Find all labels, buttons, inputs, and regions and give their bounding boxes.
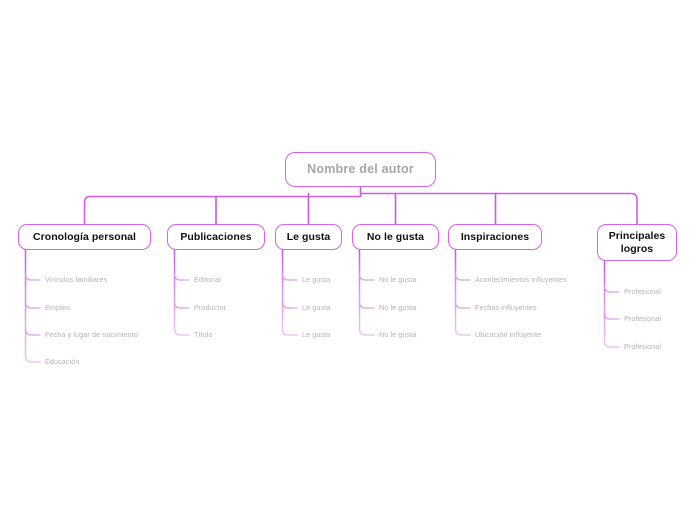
branch-node-label: No le gusta bbox=[366, 230, 425, 243]
root-node-label: Nombre del autor bbox=[307, 162, 414, 177]
leaf-item[interactable]: Fechas influyentes bbox=[475, 303, 537, 312]
leaf-item[interactable]: No le gusta bbox=[379, 303, 417, 312]
leaf-item[interactable]: Empleo bbox=[45, 303, 70, 312]
leaf-item[interactable]: No le gusta bbox=[379, 275, 417, 284]
leaf-item[interactable]: Vínculos familiares bbox=[45, 275, 108, 284]
branch-node-publicaciones[interactable]: Publicaciones bbox=[167, 224, 265, 250]
leaf-item[interactable]: Le gusta bbox=[302, 275, 331, 284]
branch-node-cronologia-personal[interactable]: Cronología personal bbox=[18, 224, 151, 250]
branch-node-label: Cronología personal bbox=[32, 230, 137, 243]
leaf-item[interactable]: Ubicación influyente bbox=[475, 330, 542, 339]
leaf-item[interactable]: No le gusta bbox=[379, 330, 417, 339]
leaf-item[interactable]: Acontecimientos influyentes bbox=[475, 275, 567, 284]
root-node[interactable]: Nombre del autor bbox=[285, 152, 436, 187]
branch-node-inspiraciones[interactable]: Inspiraciones bbox=[448, 224, 542, 250]
leaf-item[interactable]: Productor bbox=[194, 303, 227, 312]
branch-node-no-le-gusta[interactable]: No le gusta bbox=[352, 224, 439, 250]
leaf-item[interactable]: Profesional bbox=[624, 287, 662, 296]
leaf-item[interactable]: Profesional bbox=[624, 342, 662, 351]
leaf-item[interactable]: Le gusta bbox=[302, 330, 331, 339]
branch-node-label: Principales logros bbox=[608, 230, 666, 255]
branch-node-label: Inspiraciones bbox=[460, 230, 530, 243]
leaf-item[interactable]: Título bbox=[194, 330, 213, 339]
branch-node-principales-logros[interactable]: Principales logros bbox=[597, 224, 677, 261]
branch-node-label: Le gusta bbox=[286, 230, 331, 243]
branch-node-le-gusta[interactable]: Le gusta bbox=[275, 224, 342, 250]
leaf-item[interactable]: Fecha y lugar de nacimiento bbox=[45, 330, 138, 339]
branch-node-label: Publicaciones bbox=[180, 230, 252, 243]
leaf-item[interactable]: Editorial bbox=[194, 275, 221, 284]
leaf-item[interactable]: Educación bbox=[45, 357, 80, 366]
leaf-item[interactable]: Le gusta bbox=[302, 303, 331, 312]
leaf-item[interactable]: Profesional bbox=[624, 314, 662, 323]
